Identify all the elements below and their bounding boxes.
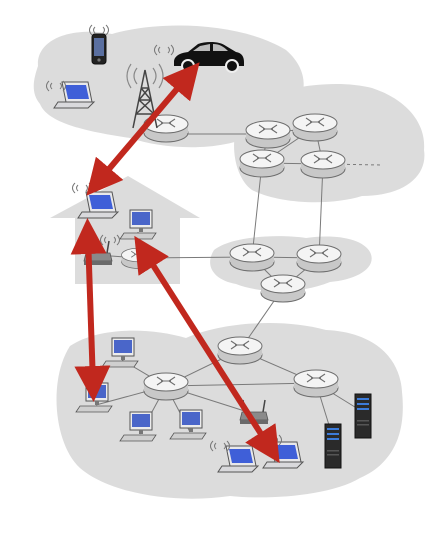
smartphone-icon [91,33,107,65]
arrow-home-router-to-enterprise-laptop [134,235,280,464]
router [293,369,339,398]
arrow-home-laptop-to-enterprise-desktop [70,218,111,402]
router [217,336,263,365]
router [300,150,346,179]
router [292,113,338,142]
router [296,244,342,273]
router [143,372,189,401]
router [239,149,285,178]
router [229,243,275,272]
arrow-car-to-home-laptop [86,62,200,196]
router [260,274,306,303]
server-icon [354,393,372,439]
router [245,120,291,149]
home-network-region [50,176,200,284]
server-icon [324,423,342,469]
